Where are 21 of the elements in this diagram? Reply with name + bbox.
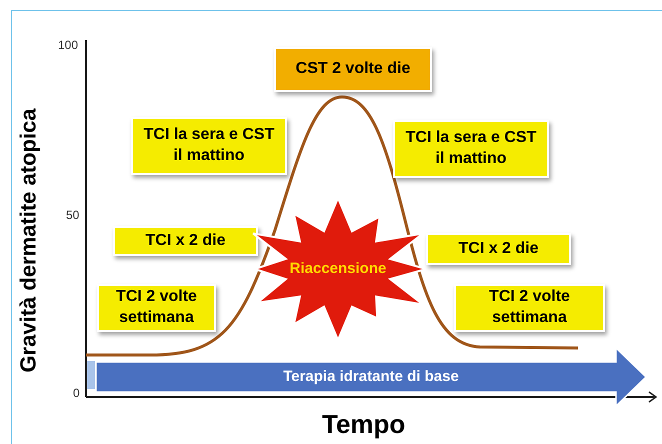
treatment-box [131, 117, 287, 175]
tick-label: 50 [66, 207, 80, 224]
node-text: TCI la sera e CST il mattino [404, 128, 538, 169]
node-text: TCI x 2 die [458, 238, 539, 259]
node-text: CST 2 volte die [296, 59, 410, 80]
node-text: Riaccensione [290, 258, 386, 279]
treatment-box [393, 120, 549, 178]
treatment-box [274, 47, 432, 92]
tick-label: 100 [58, 37, 78, 54]
treatment-box [426, 233, 571, 265]
axis-title: Tempo [322, 411, 406, 437]
node-text: TCI 2 volte settimana [115, 287, 198, 328]
node-text: TCI la sera e CST il mattino [142, 125, 276, 166]
node-text: TCI 2 volte settimana [488, 287, 571, 328]
treatment-box [454, 284, 605, 332]
axis-title: Gravità dermatite atopica [14, 108, 42, 372]
node-text: TCI x 2 die [145, 230, 226, 251]
node-text: Terapia idratante di base [283, 366, 459, 387]
treatment-box [113, 226, 258, 256]
tick-label: 0 [73, 385, 80, 402]
treatment-box [97, 284, 216, 332]
